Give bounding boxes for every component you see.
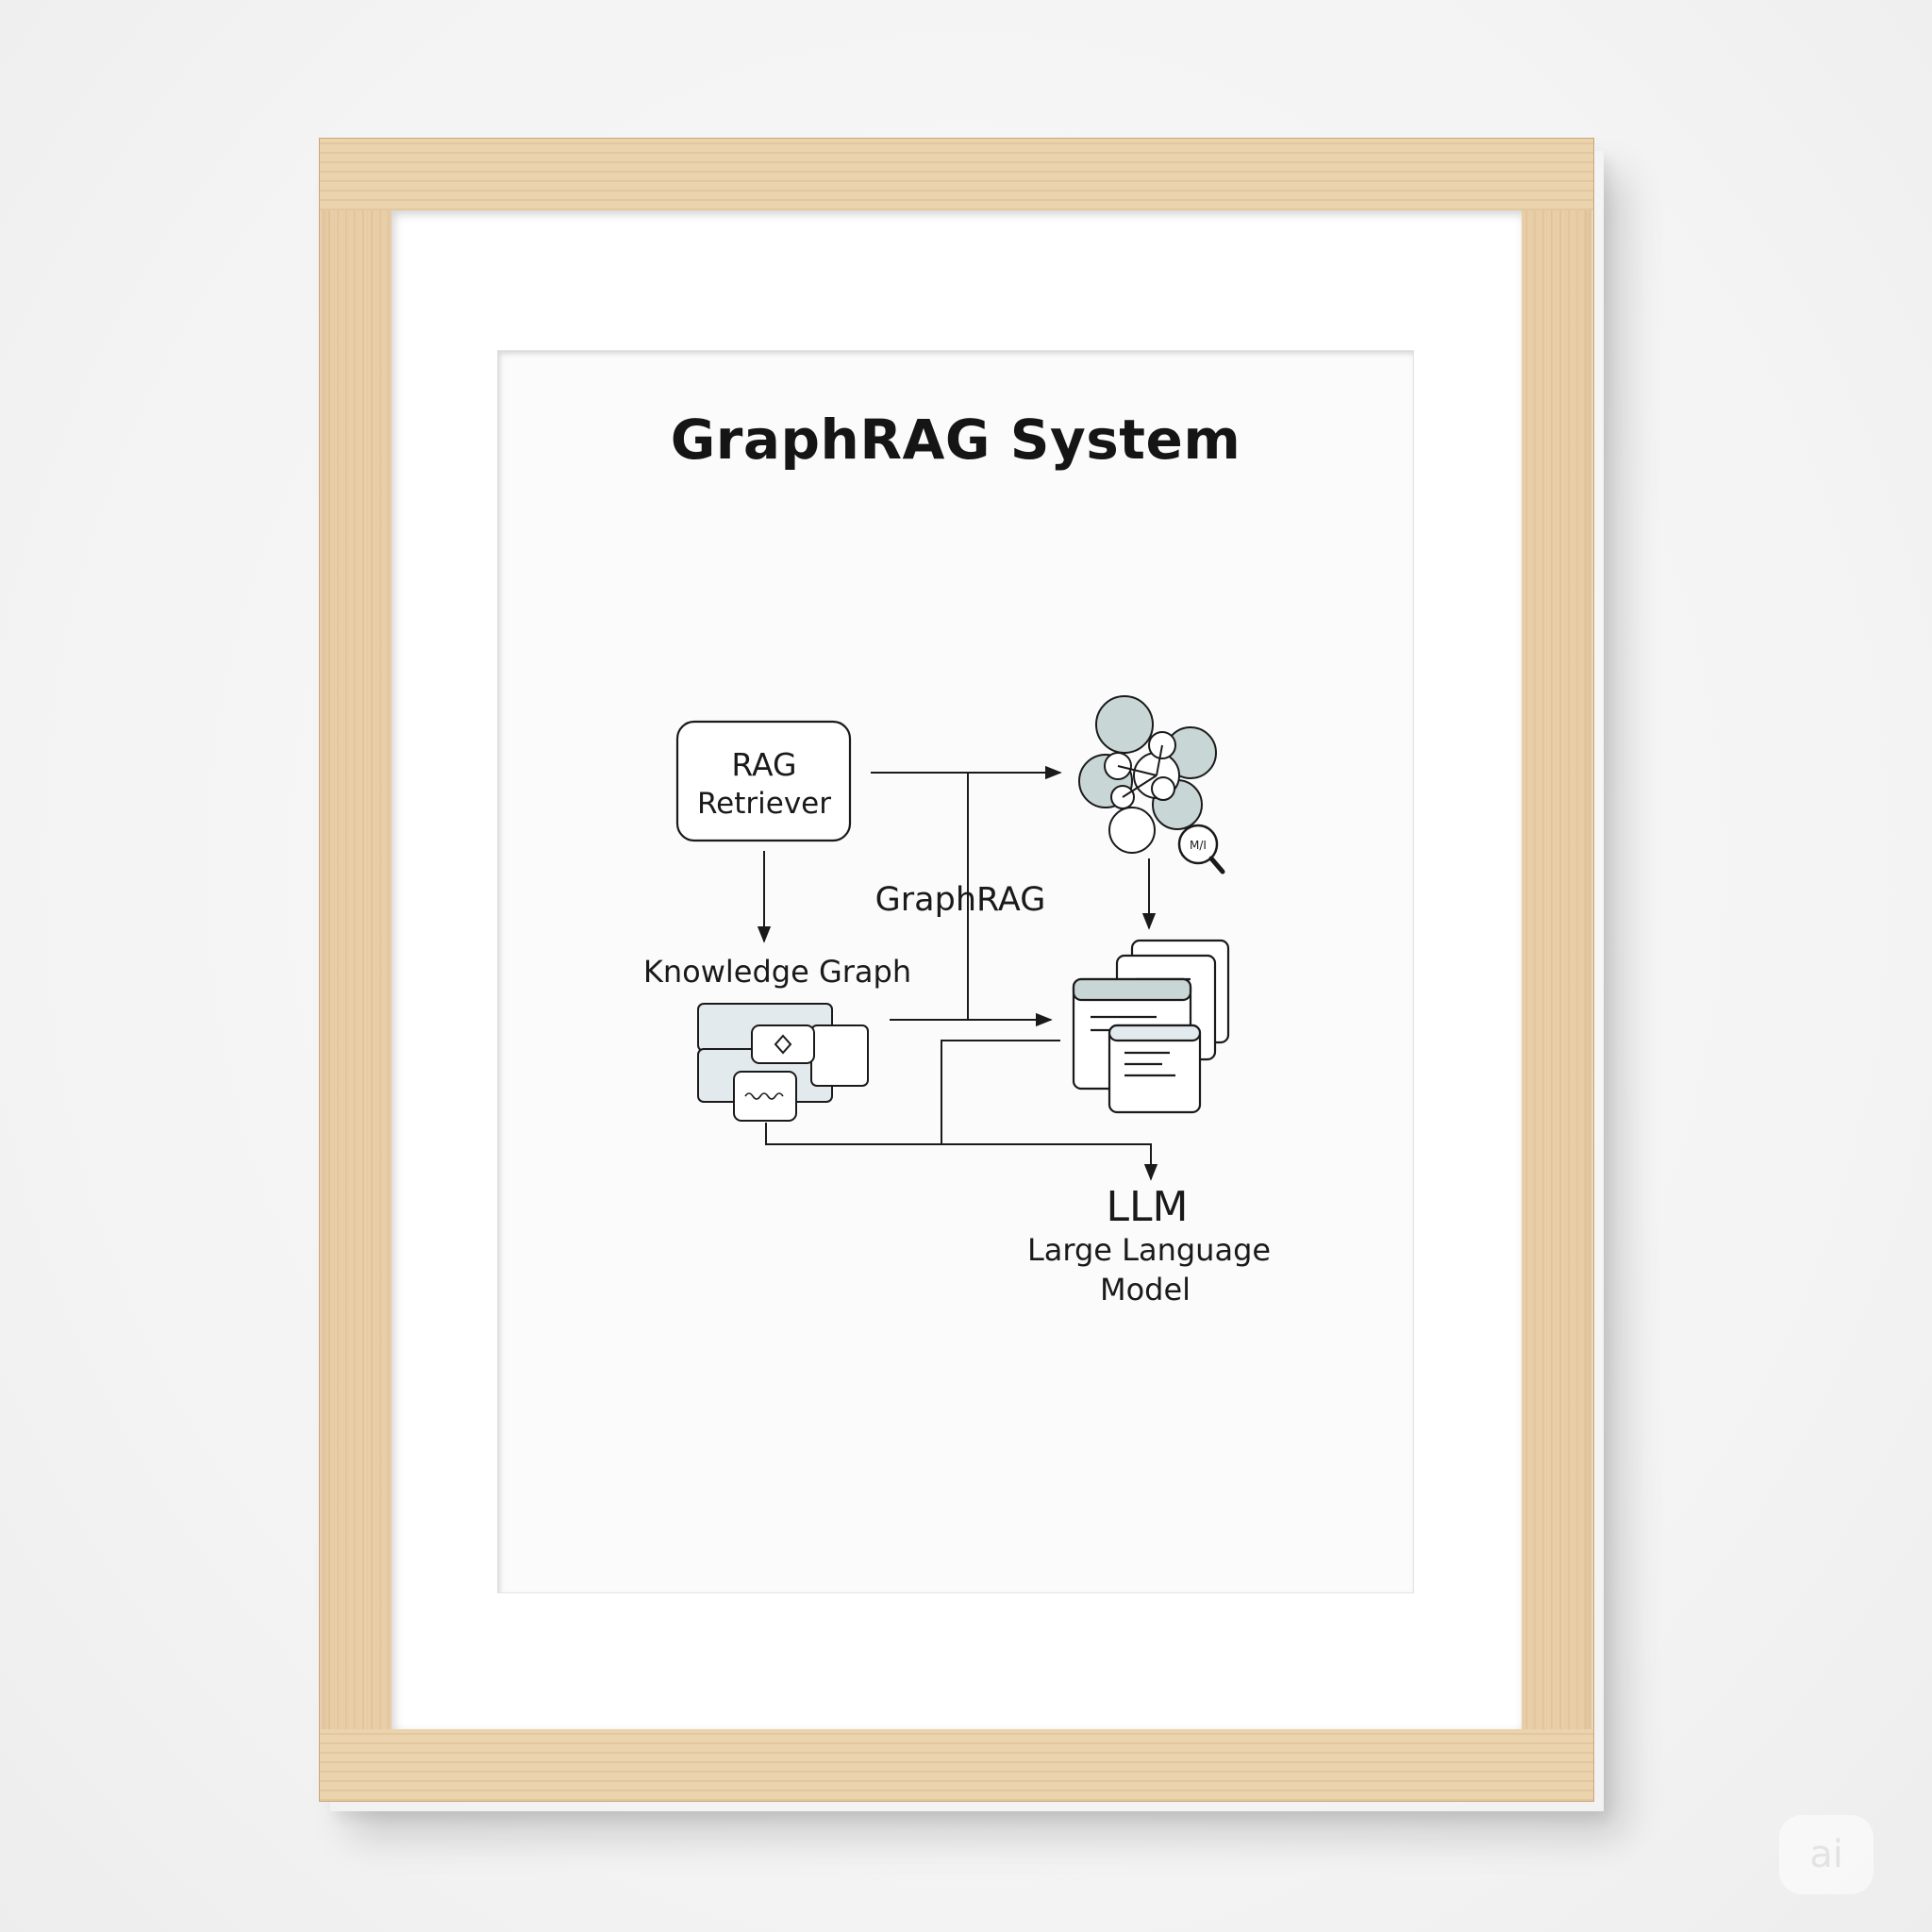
knowledge-graph-label: Knowledge Graph [643,954,911,990]
documents-stack-icon [1074,941,1228,1112]
llm-sublabel-1: Large Language [1027,1232,1271,1268]
magnifier-icon: M/I [1179,825,1223,872]
graphrag-label: GraphRAG [875,881,1046,919]
llm-label: LLM [1107,1183,1189,1231]
magnifier-icon-text: M/I [1190,839,1207,852]
bus-docs-feed [941,1041,1060,1144]
llm-sublabel-2: Model [1100,1272,1191,1307]
watermark-badge: ai [1779,1815,1874,1894]
knowledge-graph-icon [698,1004,868,1121]
arrow-kg-to-llm [766,1123,1151,1179]
rag-retriever-label-1: RAG [731,746,796,783]
llm-node: LLM Large Language Model [1027,1183,1271,1307]
rag-retriever-node: RAG Retriever [677,722,850,841]
rag-retriever-label-2: Retriever [697,787,831,821]
